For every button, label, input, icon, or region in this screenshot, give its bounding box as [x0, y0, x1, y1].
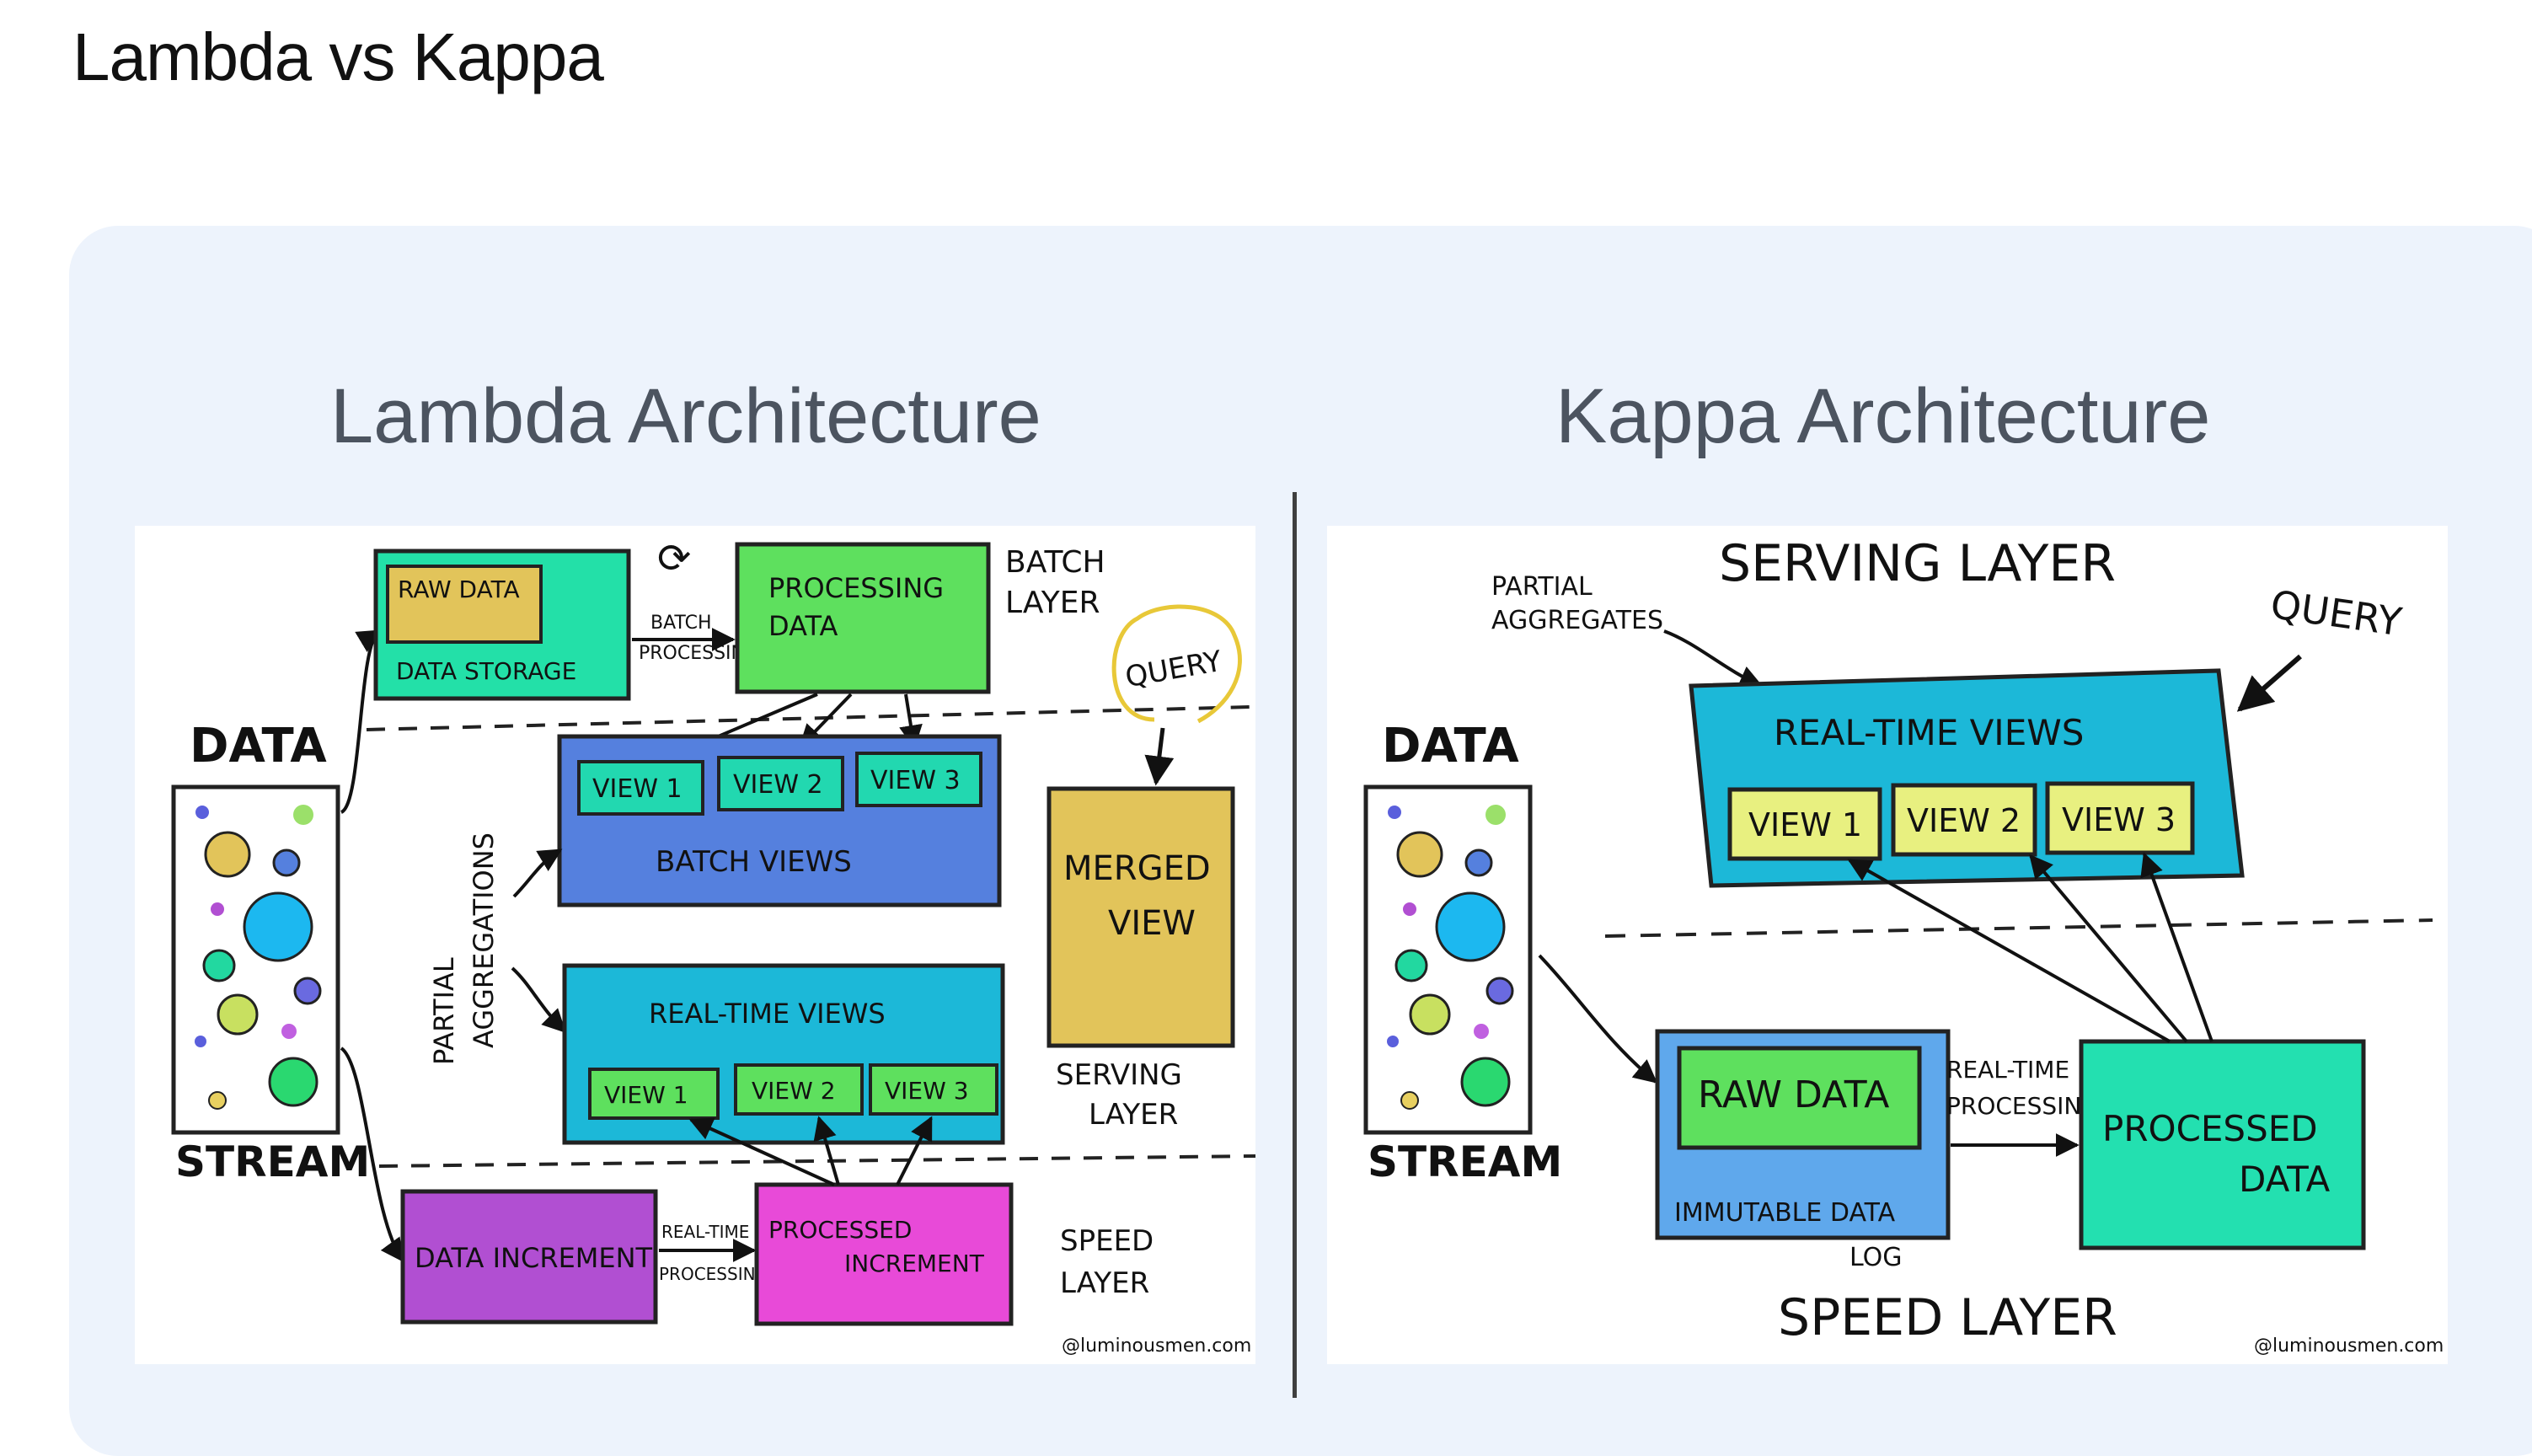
- merged-view-box: [1047, 786, 1235, 1048]
- svg-text:VIEW 1: VIEW 1: [604, 1081, 688, 1109]
- batch-view-1: [577, 760, 704, 816]
- svg-text:DATA: DATA: [2239, 1159, 2330, 1200]
- svg-text:VIEW 1: VIEW 1: [1748, 806, 1862, 843]
- batch-layer-label: BATCH: [1005, 545, 1105, 580]
- svg-text:PROCESSING: PROCESSING: [659, 1264, 768, 1284]
- lambda-diagram-svg: DATA STREAM RAW DATA DATA STORAGE ⟳ BATC…: [171, 535, 1256, 1357]
- svg-text:LAYER: LAYER: [1005, 586, 1100, 620]
- raw-data-box: [386, 565, 543, 644]
- svg-text:AGGREGATES: AGGREGATES: [1491, 606, 1663, 635]
- svg-text:VIEW 2: VIEW 2: [1907, 802, 2021, 839]
- merged-view-label: MERGED: [1063, 849, 1211, 888]
- query-label: QUERY: [1123, 645, 1225, 694]
- realtime-view-2: [734, 1063, 864, 1116]
- realtime-view-1: [588, 1068, 720, 1120]
- svg-text:VIEW 1: VIEW 1: [592, 774, 683, 804]
- realtime-views-label: REAL-TIME VIEWS: [649, 998, 886, 1030]
- column-divider: [1293, 492, 1297, 1398]
- svg-text:VIEW 3: VIEW 3: [2062, 801, 2176, 838]
- data-label: DATA: [190, 719, 327, 774]
- processed-data-box: [2079, 1039, 2366, 1250]
- realtime-views-label: REAL-TIME VIEWS: [1774, 712, 2084, 753]
- svg-text:LAYER: LAYER: [1060, 1266, 1149, 1300]
- realtime-view-1: [1727, 787, 1882, 861]
- stream-label: STREAM: [175, 1138, 370, 1186]
- svg-text:VIEW 3: VIEW 3: [885, 1077, 969, 1105]
- data-bubbles: [1387, 805, 1514, 1110]
- raw-data-label: RAW DATA: [398, 575, 520, 603]
- raw-data-label: RAW DATA: [1698, 1073, 1889, 1116]
- partial-aggregations-label: PARTIAL: [428, 957, 460, 1065]
- speed-layer-label: SPEED LAYER: [1778, 1288, 2117, 1347]
- realtime-view-3: [2045, 781, 2195, 855]
- svg-text:VIEW 2: VIEW 2: [752, 1077, 836, 1105]
- partial-aggregates-label: PARTIAL: [1491, 572, 1593, 602]
- svg-text:AGGREGATIONS: AGGREGATIONS: [468, 832, 500, 1048]
- lambda-diagram: DATA STREAM RAW DATA DATA STORAGE ⟳ BATC…: [135, 526, 1256, 1364]
- log-label: LOG: [1849, 1243, 1903, 1272]
- refresh-icon: ⟳: [657, 535, 691, 582]
- data-increment-label: DATA INCREMENT: [415, 1242, 653, 1274]
- page-title: Lambda vs Kappa: [72, 19, 604, 94]
- data-increment-box: [400, 1189, 658, 1325]
- processing-data-label: PROCESSING: [768, 572, 944, 604]
- batch-views-label: BATCH VIEWS: [656, 845, 852, 879]
- speed-layer-label: SPEED: [1060, 1224, 1154, 1258]
- processing-data-box: [735, 542, 991, 694]
- kappa-diagram-svg: SERVING LAYER PARTIAL AGGREGATES QUERY R…: [1363, 534, 2444, 1357]
- batch-view-2: [717, 756, 844, 811]
- realtime-processing-label: REAL-TIME: [1946, 1056, 2069, 1084]
- batch-view-3: [855, 752, 982, 807]
- stream-label: STREAM: [1368, 1138, 1562, 1186]
- layer-dividers: [366, 705, 1256, 1168]
- realtime-processing-label: REAL-TIME: [661, 1222, 749, 1242]
- processed-increment-label: PROCESSED: [768, 1216, 912, 1244]
- query-bulb: [1111, 604, 1242, 724]
- svg-text:VIEW 2: VIEW 2: [733, 770, 823, 800]
- svg-text:PROCESSING: PROCESSING: [1946, 1092, 2100, 1120]
- query-label: QUERY: [2267, 581, 2405, 645]
- realtime-view-3: [869, 1063, 998, 1116]
- batch-processing-label: BATCH: [650, 613, 712, 634]
- processed-data-label: PROCESSED: [2102, 1108, 2318, 1149]
- kappa-diagram: SERVING LAYER PARTIAL AGGREGATES QUERY R…: [1327, 526, 2448, 1364]
- processed-increment-box: [754, 1182, 1014, 1326]
- layer-divider: [1604, 918, 2433, 938]
- raw-data-box: [1677, 1046, 1922, 1150]
- realtime-view-2: [1891, 783, 2037, 857]
- data-storage-label: DATA STORAGE: [396, 657, 576, 685]
- svg-text:VIEW: VIEW: [1108, 904, 1196, 943]
- svg-text:INCREMENT: INCREMENT: [844, 1250, 985, 1277]
- immutable-data-label: IMMUTABLE DATA: [1674, 1198, 1896, 1228]
- svg-text:DATA: DATA: [768, 610, 838, 642]
- lambda-architecture-title: Lambda Architecture: [330, 373, 1041, 459]
- data-bubbles: [195, 805, 322, 1110]
- serving-layer-label: SERVING LAYER: [1719, 534, 2116, 593]
- credit-label: @luminousmen.com: [2254, 1336, 2444, 1357]
- data-label: DATA: [1382, 719, 1519, 774]
- kappa-architecture-title: Kappa Architecture: [1555, 373, 2211, 459]
- serving-layer-label: SERVING: [1056, 1058, 1182, 1092]
- svg-text:VIEW 3: VIEW 3: [870, 766, 961, 795]
- credit-label: @luminousmen.com: [1062, 1336, 1251, 1357]
- svg-text:LAYER: LAYER: [1089, 1098, 1178, 1132]
